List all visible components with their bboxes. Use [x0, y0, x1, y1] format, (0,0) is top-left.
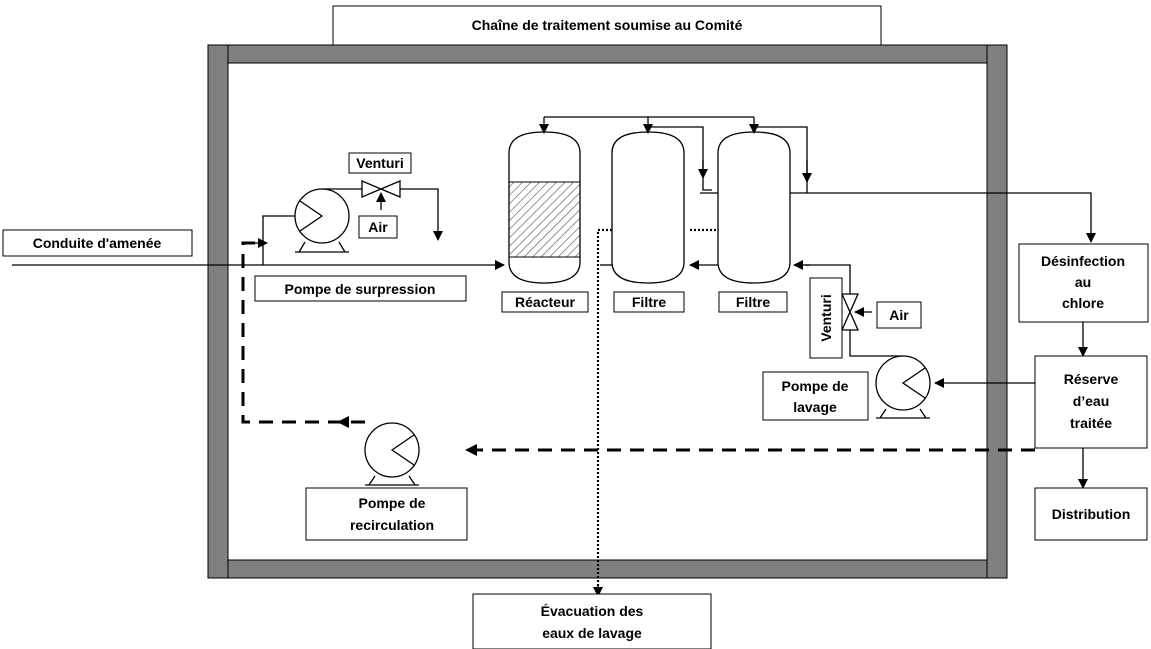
to-disinfection-line: [790, 192, 1096, 243]
venturi-side-box: [809, 277, 843, 359]
disinfection-label-2: au: [1075, 274, 1091, 290]
inlet-box: [2, 229, 193, 257]
booster-pump-label: Pompe de surpression: [285, 281, 436, 297]
disinfection-label-1: Désinfection: [1041, 253, 1125, 269]
venturi-top-box: [348, 152, 412, 174]
inlet-label: Conduite d'amenée: [33, 235, 162, 251]
recirc-pump-label-2: recirculation: [350, 517, 434, 533]
air-side-label: Air: [889, 307, 909, 323]
reactor-label: Réacteur: [515, 294, 575, 310]
booster-pump-box: [254, 275, 467, 302]
venturi-side-bottom-line: [849, 330, 903, 357]
booster-pump: [294, 188, 350, 253]
reactor-vessel: [508, 131, 581, 284]
recirculation-pump-box: [305, 487, 468, 541]
evacuation-label-2: eaux de lavage: [542, 625, 642, 641]
venturi-valve-top: [361, 180, 401, 210]
wash-supply-line: [805, 264, 851, 278]
air-top-label: Air: [368, 219, 388, 235]
filter1-label: Filtre: [632, 294, 666, 310]
venturi-top-label: Venturi: [356, 155, 403, 171]
filter1-vessel: [611, 131, 685, 284]
recirc-return-arrow: [465, 444, 477, 456]
wash-drain-line: [596, 228, 612, 595]
wash-pump-label-2: lavage: [793, 399, 837, 415]
wash-pump-label-1: Pompe de: [782, 378, 849, 394]
venturi-side-label: Venturi: [818, 294, 834, 341]
filter1-box: [613, 291, 685, 313]
venturi-to-reactor-line: [400, 188, 443, 241]
booster-suction-line: [262, 215, 297, 265]
recirc-arrow-left: [337, 416, 349, 428]
reactor-box: [501, 291, 589, 313]
wall-left: [207, 44, 229, 579]
reserve-box: [1034, 355, 1148, 449]
air-side-box: [876, 301, 922, 329]
distribution-label: Distribution: [1052, 506, 1131, 522]
air-top-box: [358, 215, 398, 239]
diagram-title: Chaîne de traitement soumise au Comité: [472, 17, 743, 33]
wall-bottom: [207, 559, 1008, 579]
reserve-label-3: traitée: [1070, 415, 1112, 431]
distribution-box: [1034, 487, 1148, 541]
reserve-label-2: d’eau: [1073, 393, 1110, 409]
title-box: [332, 5, 882, 46]
recirculation-pump: [364, 422, 420, 486]
evacuation-box: [472, 593, 712, 649]
wall-top: [207, 44, 1008, 64]
filter2-box: [718, 291, 788, 313]
venturi-valve-side: [840, 293, 872, 331]
filter2-vessel: [717, 131, 791, 284]
reserve-label-1: Réserve: [1064, 371, 1119, 387]
disinfection-label-3: chlore: [1062, 295, 1104, 311]
wall-right: [986, 44, 1008, 579]
filter1-outlet-line: [648, 126, 712, 191]
wash-pump: [875, 355, 931, 419]
recirc-pump-label-1: Pompe de: [359, 495, 426, 511]
recirc-to-inlet-line: [241, 241, 365, 424]
evacuation-label-1: Évacuation des: [541, 603, 644, 619]
filter2-label: Filtre: [736, 294, 770, 310]
disinfection-box: [1018, 243, 1149, 323]
wash-pump-box: [762, 371, 869, 421]
